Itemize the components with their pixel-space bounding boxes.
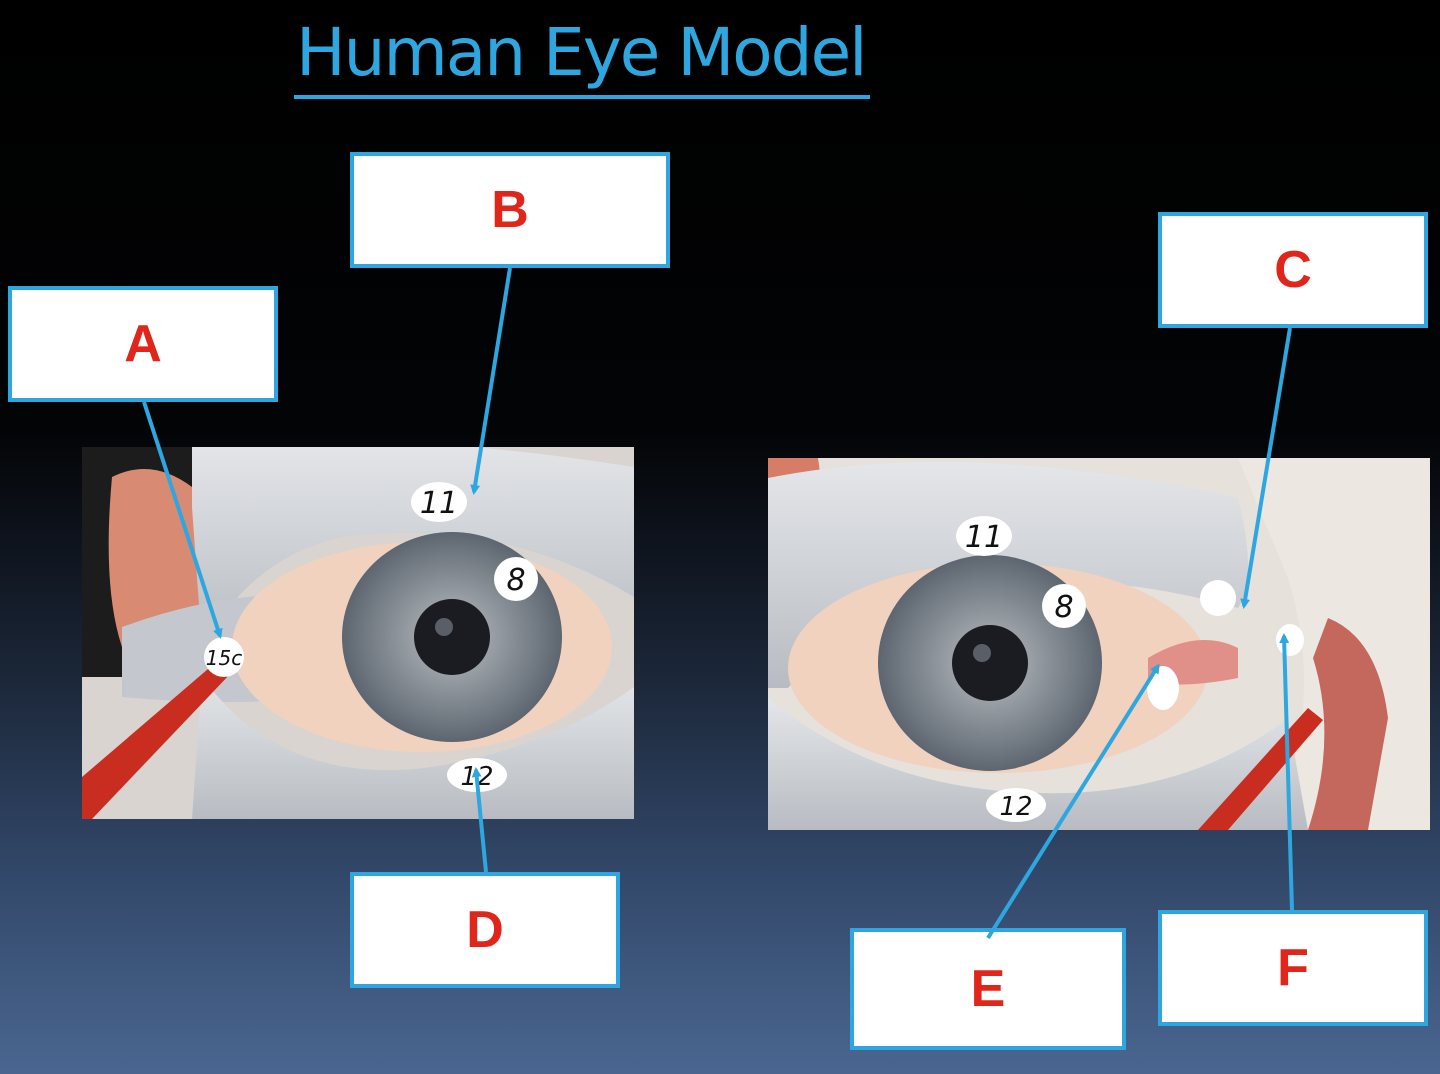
model-tag-right-iris: 8 bbox=[1054, 590, 1073, 625]
model-tag-right-upper: 11 bbox=[965, 520, 1003, 555]
model-marker-right-1 bbox=[1200, 580, 1236, 616]
label-box-e[interactable]: E bbox=[850, 928, 1126, 1050]
label-box-c[interactable]: C bbox=[1158, 212, 1428, 328]
eye-model-photo-left: 11 8 12 15c bbox=[82, 447, 634, 819]
label-b: B bbox=[491, 181, 529, 239]
label-f: F bbox=[1277, 939, 1309, 997]
model-tag-right-lower: 12 bbox=[999, 792, 1032, 822]
model-tag-left-iris: 8 bbox=[506, 563, 525, 598]
label-box-f[interactable]: F bbox=[1158, 910, 1428, 1026]
label-box-a[interactable]: A bbox=[8, 286, 278, 402]
label-box-b[interactable]: B bbox=[350, 152, 670, 268]
model-tag-left-lower: 12 bbox=[460, 762, 493, 792]
eye-model-photo-right: 11 8 12 bbox=[768, 458, 1430, 830]
page-title: Human Eye Model bbox=[296, 14, 868, 91]
label-box-d[interactable]: D bbox=[350, 872, 620, 988]
label-c: C bbox=[1274, 241, 1312, 299]
label-a: A bbox=[124, 315, 162, 373]
label-d: D bbox=[466, 901, 504, 959]
model-tag-left-corner: 15c bbox=[206, 646, 242, 670]
title-underline bbox=[294, 95, 870, 99]
model-tag-left-upper: 11 bbox=[420, 486, 458, 521]
model-marker-right-3 bbox=[1147, 666, 1179, 710]
label-e: E bbox=[970, 960, 1006, 1018]
model-marker-right-2 bbox=[1276, 624, 1304, 656]
